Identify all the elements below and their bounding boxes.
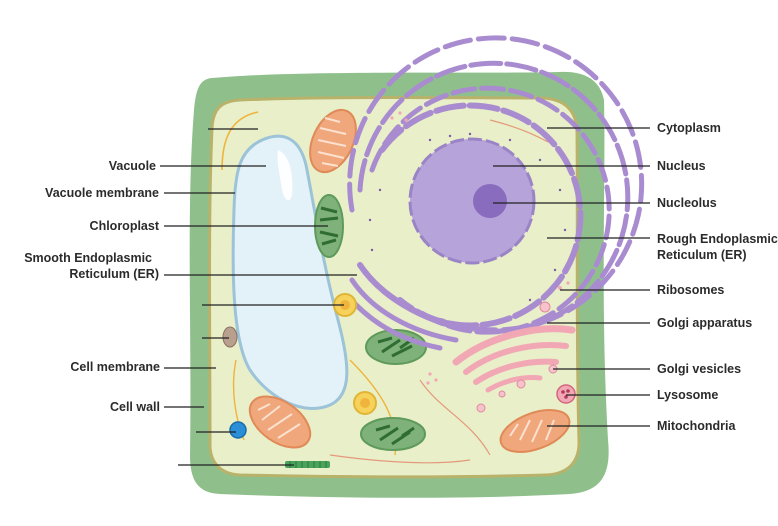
ribosomes <box>390 111 570 385</box>
label-vacuole: Vacuole <box>108 159 156 173</box>
mitochondrion <box>499 409 571 453</box>
amyloplast <box>222 326 238 348</box>
nucleolus <box>473 184 507 218</box>
chloroplast <box>360 417 426 451</box>
label-nucleus: Nucleus <box>657 159 706 173</box>
label-golgi-vesicles: Golgi vesicles <box>657 362 742 376</box>
leader-lines <box>160 127 650 466</box>
label-smooth-er-line2: Reticulum (ER) <box>69 267 159 281</box>
peroxisome <box>353 391 377 415</box>
label-smooth-er-line1: Smooth Endoplasmic <box>24 251 152 265</box>
peroxisome <box>333 293 357 317</box>
label-golgi-apparatus: Golgi apparatus <box>657 316 753 330</box>
label-mitochondria: Mitochondria <box>657 419 736 433</box>
label-rough-er-line1: Rough Endoplasmic <box>657 232 778 246</box>
mitochondrion <box>309 108 357 174</box>
lysosome <box>556 384 576 404</box>
cytoskeleton-line <box>489 119 549 143</box>
golgi-apparatus <box>452 325 576 393</box>
label-vacuole-membrane: Vacuole membrane <box>45 186 159 200</box>
label-cell-membrane: Cell membrane <box>70 360 160 374</box>
nucleus <box>408 137 536 265</box>
label-cell-wall: Cell wall <box>109 400 160 414</box>
plasmodesma <box>229 421 247 439</box>
cytoskeleton-line <box>329 454 471 464</box>
label-cytoplasm: Cytoplasm <box>657 121 721 135</box>
cell-membrane-line <box>221 111 259 171</box>
label-lysosome: Lysosome <box>657 388 719 402</box>
label-ribosomes: Ribosomes <box>657 283 725 297</box>
golgi-vesicles <box>476 301 558 413</box>
label-rough-er-line2: Reticulum (ER) <box>657 248 747 262</box>
cytoskeleton-line <box>419 379 491 456</box>
vacuole-highlight <box>277 150 293 201</box>
mitochondrion <box>248 395 312 449</box>
vacuole <box>231 134 349 410</box>
label-chloroplast: Chloroplast <box>89 219 159 233</box>
rough-er-ribosome-dots <box>368 132 567 302</box>
label-nucleolus: Nucleolus <box>657 196 717 210</box>
